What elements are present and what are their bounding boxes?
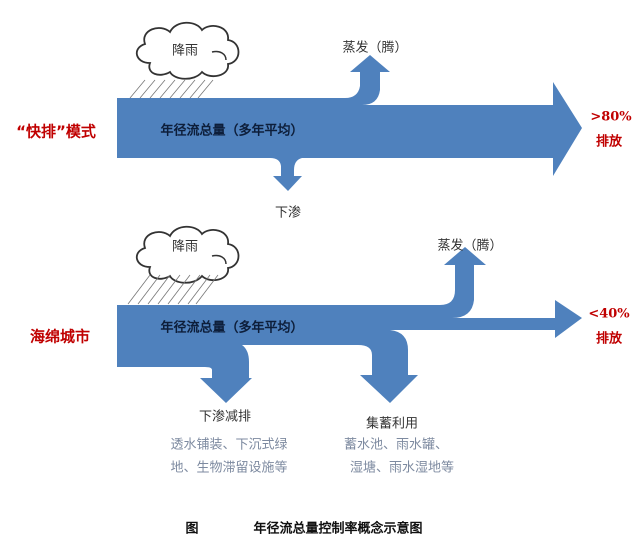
bottom-discharge-label: 排放: [595, 331, 623, 347]
top-evaporation-label: 蒸发（腾）: [342, 40, 408, 56]
bottom-evaporation-label: 蒸发（腾）: [437, 238, 503, 254]
caption-title: 年径流总量控制率概念示意图: [253, 521, 423, 537]
infiltration-desc-line2: 地、生物滞留设施等: [170, 460, 288, 476]
top-rain-lines: [129, 79, 214, 99]
bottom-mode-label: 海绵城市: [29, 327, 91, 346]
harvest-desc-line1: 蓄水池、雨水罐、: [343, 437, 449, 453]
bottom-rain-label: 降雨: [171, 239, 199, 255]
top-infiltration-label: 下渗: [274, 205, 302, 221]
harvest-desc-line2: 湿塘、雨水湿地等: [349, 460, 455, 476]
top-rain-label: 降雨: [171, 43, 199, 59]
bottom-rain-lines: [127, 274, 219, 305]
top-discharge-label: 排放: [595, 134, 623, 150]
bottom-discharge-percent: <40%: [588, 306, 630, 322]
infiltration-desc-line1: 透水铺装、下沉式绿: [170, 437, 288, 453]
top-discharge-percent: >80%: [590, 109, 632, 125]
infiltration-title: 下渗减排: [198, 409, 252, 425]
harvest-title: 集蓄利用: [365, 416, 419, 432]
bottom-runoff-label: 年径流总量（多年平均）: [160, 320, 304, 336]
top-runoff-label: 年径流总量（多年平均）: [160, 123, 304, 139]
bottom-flow-arrow: [117, 247, 582, 403]
caption-prefix: 图: [185, 521, 199, 537]
top-mode-label: “快排”模式: [16, 122, 96, 141]
top-flow-arrow: [117, 55, 582, 191]
